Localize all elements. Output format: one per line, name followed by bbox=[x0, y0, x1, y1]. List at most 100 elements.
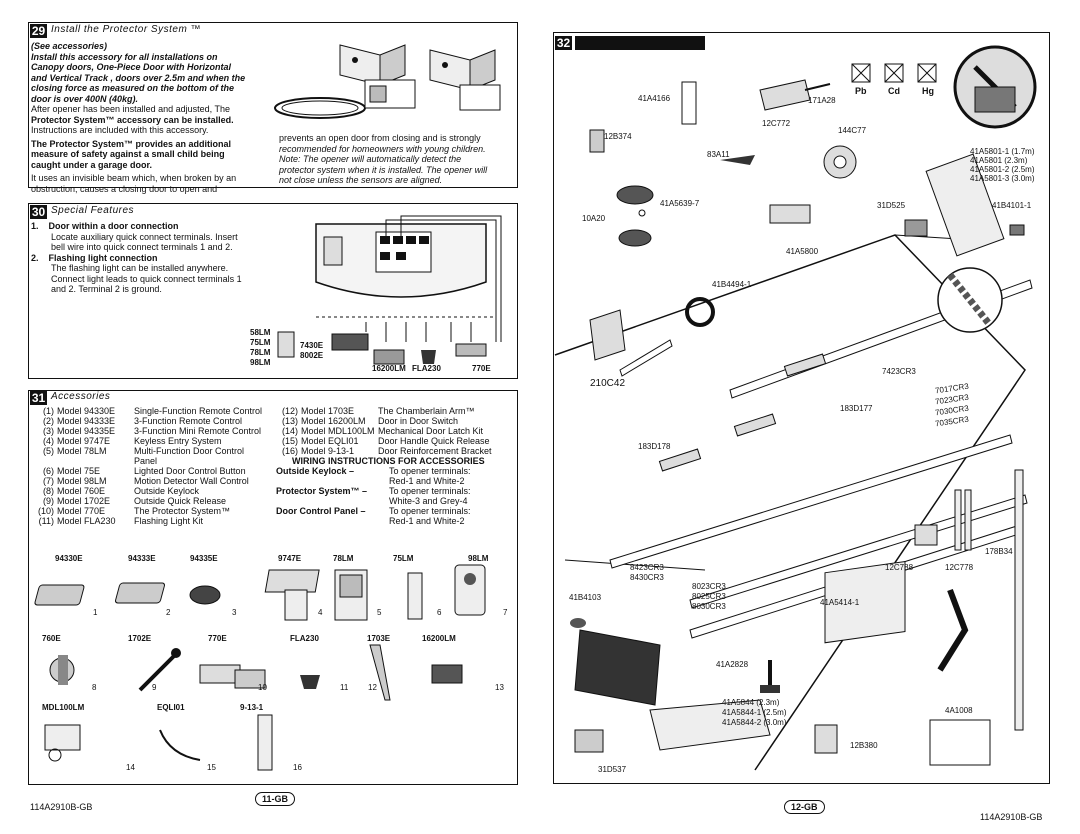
part-144c77: 144C77 bbox=[838, 126, 867, 135]
metal-cd: Cd bbox=[888, 86, 900, 96]
part-41b4494-1: 41B4494-1 bbox=[712, 280, 752, 289]
part-4a1008: 4A1008 bbox=[945, 706, 973, 715]
accessory-right-cell: Model 16200LM bbox=[301, 416, 366, 426]
model-8002e: 8002E bbox=[300, 351, 324, 360]
part-41a5844-2: 41A5844-2 (3.0m) bbox=[722, 718, 787, 727]
part-8025cr3: 8025CR3 bbox=[692, 592, 726, 601]
accessory-model-label: 16200LM bbox=[422, 634, 456, 643]
chain-detail-illustration bbox=[937, 267, 1003, 333]
accessory-left-cell: (11) bbox=[38, 516, 54, 526]
protector-system-illustration bbox=[274, 44, 501, 119]
accessory-left-cell: 3-Function Remote Control bbox=[134, 416, 243, 426]
accessory-number: 3 bbox=[232, 608, 237, 617]
section-29-box bbox=[28, 22, 518, 188]
part-183d178: 183D178 bbox=[638, 442, 671, 451]
metal-hg: Hg bbox=[922, 86, 934, 96]
accessory-number: 15 bbox=[207, 763, 216, 772]
wiring-cell bbox=[276, 496, 389, 506]
wiring-cell: To opener terminals: bbox=[389, 506, 471, 516]
part-8023cr3: 8023CR3 bbox=[692, 582, 726, 591]
part-12c778: 12C778 bbox=[945, 563, 974, 572]
accessory-left-cell: Flashing Light Kit bbox=[134, 516, 204, 526]
accessory-right-cell: (13) bbox=[281, 416, 298, 426]
accessory-left-cell: (4) bbox=[43, 436, 54, 446]
section-30-badge: 30 bbox=[30, 205, 47, 219]
accessory-model-label: 94335E bbox=[190, 554, 218, 563]
accessory-model-label: EQLI01 bbox=[157, 703, 185, 712]
right-page-number: 12-GB bbox=[784, 800, 825, 814]
accessory-left-cell: (3) bbox=[43, 426, 54, 436]
accessory-left-cell: (10) bbox=[37, 506, 54, 516]
accessory-number: 13 bbox=[495, 683, 504, 692]
accessory-left-cell: Model 98LM bbox=[57, 476, 107, 486]
right-footer-code: 114A2910B-GB bbox=[980, 812, 1043, 822]
accessory-left-cell: Outside Quick Release bbox=[134, 496, 227, 506]
accessory-left-cell bbox=[57, 456, 134, 466]
accessory-left-cell: (8) bbox=[43, 486, 54, 496]
part-183d177: 183D177 bbox=[840, 404, 873, 413]
part-12b374: 12B374 bbox=[604, 132, 632, 141]
wiring-row: Door Control Panel – To opener terminals: bbox=[276, 506, 474, 516]
section-32-badge: 32 bbox=[555, 36, 572, 50]
accessory-number: 5 bbox=[377, 608, 382, 617]
chain-41a5801-3: 41A5801-3 (3.0m) bbox=[970, 174, 1035, 183]
section-30-text: 1. Door within a door connection Locate … bbox=[31, 221, 242, 294]
accessory-model-label: FLA230 bbox=[290, 634, 319, 643]
part-178b34: 178B34 bbox=[985, 547, 1013, 556]
accessory-left-cell: (9) bbox=[43, 496, 54, 506]
wiring-cell: Door Control Panel – bbox=[276, 506, 366, 516]
part-31d525: 31D525 bbox=[877, 201, 906, 210]
section-30-box bbox=[28, 203, 518, 379]
wiring-row: Protector System™ –To opener terminals: bbox=[276, 486, 474, 496]
section-31-box bbox=[28, 390, 518, 785]
accessory-model-label: 760E bbox=[42, 634, 61, 643]
accessory-left-cell: (1) bbox=[43, 406, 54, 416]
accessory-left-cell: Multi-Function Door Control bbox=[134, 446, 245, 456]
accessories-row2-illustration bbox=[49, 644, 463, 701]
section-32-title-bar bbox=[575, 36, 705, 50]
accessory-number: 4 bbox=[318, 608, 323, 617]
hardware-part-shapes bbox=[570, 79, 1025, 766]
section-29-badge: 29 bbox=[30, 24, 47, 38]
accessory-left-cell: (2) bbox=[43, 416, 54, 426]
wiring-cell: To opener terminals: bbox=[389, 486, 471, 496]
part-31d537: 31D537 bbox=[598, 765, 627, 774]
accessory-right-cell: The Chamberlain Arm™ bbox=[378, 406, 475, 416]
accessory-number: 16 bbox=[293, 763, 302, 772]
model-58lm: 58LM bbox=[250, 328, 271, 337]
accessory-left-row: Panel bbox=[32, 456, 265, 466]
accessory-number: 9 bbox=[152, 683, 157, 692]
wiring-row: Red-1 and White-2 bbox=[276, 516, 474, 526]
wiring-cell: To opener terminals: bbox=[389, 466, 471, 476]
accessory-model-label: 1703E bbox=[367, 634, 391, 643]
accessory-number: 1 bbox=[93, 608, 98, 617]
accessory-right-cell: Door in Door Switch bbox=[378, 416, 459, 426]
accessory-model-label: MDL100LM bbox=[42, 703, 85, 712]
section-29-left-text: (See accessories) Install this accessory… bbox=[31, 41, 246, 194]
accessory-left-cell: Model 770E bbox=[57, 506, 106, 516]
accessories-row3-illustration bbox=[44, 714, 273, 771]
accessory-left-cell: (6) bbox=[43, 466, 54, 476]
accessory-number: 12 bbox=[368, 683, 377, 692]
accessory-model-label: 75LM bbox=[393, 554, 414, 563]
part-41b4101-1: 41B4101-1 bbox=[992, 201, 1032, 210]
part-41a5800: 41A5800 bbox=[786, 247, 819, 256]
model-78lm: 78LM bbox=[250, 348, 271, 357]
section-31-badge: 31 bbox=[30, 391, 47, 405]
accessory-model-label: 94330E bbox=[55, 554, 83, 563]
part-41a2828: 41A2828 bbox=[716, 660, 749, 669]
wiring-cell: Outside Keylock – bbox=[276, 466, 355, 476]
part-10a20: 10A20 bbox=[582, 214, 606, 223]
accessory-right-cell: Model 1703E bbox=[301, 406, 355, 416]
part-171a28: 171A28 bbox=[808, 96, 836, 105]
accessory-model-label: 78LM bbox=[333, 554, 354, 563]
part-8030cr3: 8030CR3 bbox=[692, 602, 726, 611]
